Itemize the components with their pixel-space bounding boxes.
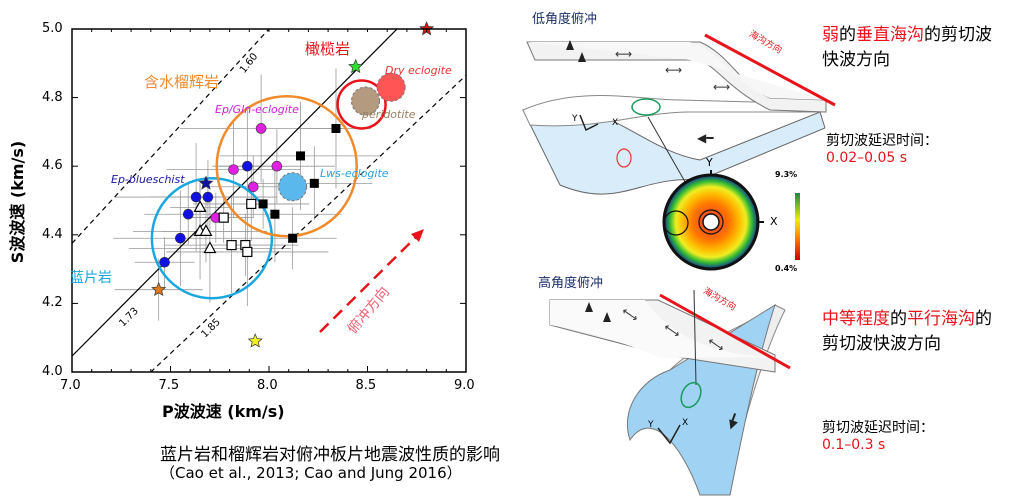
svg-text:⟷: ⟷	[713, 80, 730, 94]
data-point	[226, 239, 237, 251]
axis-x-label: X	[612, 118, 619, 128]
stereonet-x-label: X	[770, 215, 778, 228]
axes-icon	[657, 424, 681, 445]
axis-y-label: Y	[648, 420, 654, 430]
data-point	[218, 212, 229, 223]
data-point	[190, 191, 202, 203]
delay-label: 剪切波延迟时间：	[822, 420, 934, 436]
red-ellipse	[616, 148, 632, 168]
trench-line	[659, 293, 791, 370]
y-tick-label: 4.2	[42, 295, 63, 311]
field-circle	[150, 176, 274, 300]
peridotite-field-label: 橄榄岩	[305, 40, 351, 58]
x-tick-label: 8.5	[355, 378, 377, 393]
vpvs-line-1.73	[72, 29, 398, 357]
svg-text:◀━: ◀━	[723, 411, 742, 432]
volcano-icon	[566, 40, 574, 50]
y-tick-label: 4.8	[42, 89, 63, 105]
low-angle-description: 弱的垂直海沟的剪切波快波方向	[822, 25, 992, 70]
data-point	[159, 256, 170, 268]
x-tick-label: 7.0	[60, 378, 81, 393]
region-lws-eclogite	[278, 172, 308, 202]
stereonet	[662, 170, 800, 271]
caption-title: 蓝片岩和榴辉岩对俯冲板片地震波性质的影响	[160, 445, 500, 465]
data-point	[258, 199, 268, 209]
data-point	[255, 123, 267, 134]
low-angle-title: 低角度俯冲	[532, 12, 598, 27]
axis-y-label: Y	[572, 114, 578, 124]
svg-text:◀━: ◀━	[697, 131, 714, 145]
volcano-icon	[578, 52, 586, 62]
axis-x-label: X	[682, 418, 689, 428]
star-point	[198, 175, 214, 190]
high-angle-title: 高角度俯冲	[538, 276, 604, 291]
y-tick-label: 5.0	[42, 21, 63, 36]
arrow-head-icon	[411, 229, 424, 242]
data-point	[203, 241, 217, 254]
ep-gln-eclogite-label: Ep/Gln-eclogite	[215, 103, 299, 116]
data-point	[175, 232, 186, 244]
axes-icon	[579, 114, 599, 132]
vpvs-line-1.85	[149, 74, 466, 372]
star-point	[348, 58, 364, 74]
delay-value: 0.02–0.05 s	[826, 150, 908, 166]
data-point	[296, 151, 306, 161]
data-point	[270, 209, 280, 219]
hydrous-eclogite-field-label: 含水榴辉岩	[144, 73, 220, 91]
data-point	[242, 160, 253, 172]
data-point	[242, 246, 253, 258]
stereonet-y-label: Y	[706, 156, 713, 169]
low-angle-subduction-diagram: ⟷ ⟷ ⟷ ◀━	[522, 33, 836, 216]
data-point	[182, 208, 194, 220]
data-point	[199, 224, 213, 236]
data-point	[331, 123, 341, 133]
delay-value: 0.1–0.3 s	[822, 437, 886, 453]
svg-text:⟷: ⟷	[665, 63, 682, 77]
caption-citation: （Cao et al., 2013; Cao and Jung 2016）	[160, 464, 462, 482]
peridotite-label: peridotite	[362, 108, 416, 121]
subduction-direction-arrow	[319, 234, 419, 333]
star-point	[247, 333, 263, 348]
y-tick-label: 4.6	[42, 158, 63, 174]
y-axis-label: S波波速 (km/s)	[8, 140, 28, 264]
green-ellipse	[631, 98, 661, 116]
y-tick-label: 4.0	[42, 364, 63, 379]
dry-eclogite-label: Dry eclogite	[385, 64, 452, 77]
x-axis-label: P波波速 (km/s)	[162, 402, 285, 421]
x-tick-label: 7.5	[158, 378, 180, 393]
colorbar	[795, 193, 800, 260]
lws-eclogite-label: Lws-eclogite	[320, 167, 389, 180]
data-point	[202, 191, 214, 203]
colorbar-min: 0.4%	[775, 264, 798, 273]
star-point	[151, 281, 167, 297]
field-circle	[336, 79, 387, 130]
trench-line	[704, 33, 836, 107]
colorbar-max: 9.3%	[775, 170, 798, 179]
data-point	[288, 233, 298, 243]
vpvs-line-1.60	[72, 29, 270, 244]
data-point	[246, 198, 257, 210]
blueschist-field-label: 蓝片岩	[70, 270, 112, 286]
x-tick-label: 9.0	[454, 378, 475, 393]
volcano-icon	[603, 312, 611, 322]
high-angle-subduction-diagram: ⟷ ⟷ ⟷ ◀━	[549, 289, 791, 496]
data-point	[309, 178, 319, 188]
y-tick-label: 4.4	[42, 226, 63, 242]
region-peridotite	[351, 86, 381, 116]
volcano-icon	[585, 302, 593, 312]
data-point	[193, 200, 207, 212]
region-dry-eclogite	[376, 72, 406, 102]
svg-text:⟷: ⟷	[615, 47, 632, 61]
x-tick-label: 8.0	[257, 378, 278, 393]
data-point	[247, 181, 259, 193]
data-point	[271, 160, 283, 172]
field-circle	[215, 94, 358, 238]
high-angle-description: 中等程度的平行海沟的剪切波快波方向	[822, 309, 992, 354]
ep-blueschist-label: Ep-blueschist	[111, 173, 185, 186]
delay-label: 剪切波延迟时间：	[826, 133, 938, 149]
data-point	[228, 164, 239, 175]
